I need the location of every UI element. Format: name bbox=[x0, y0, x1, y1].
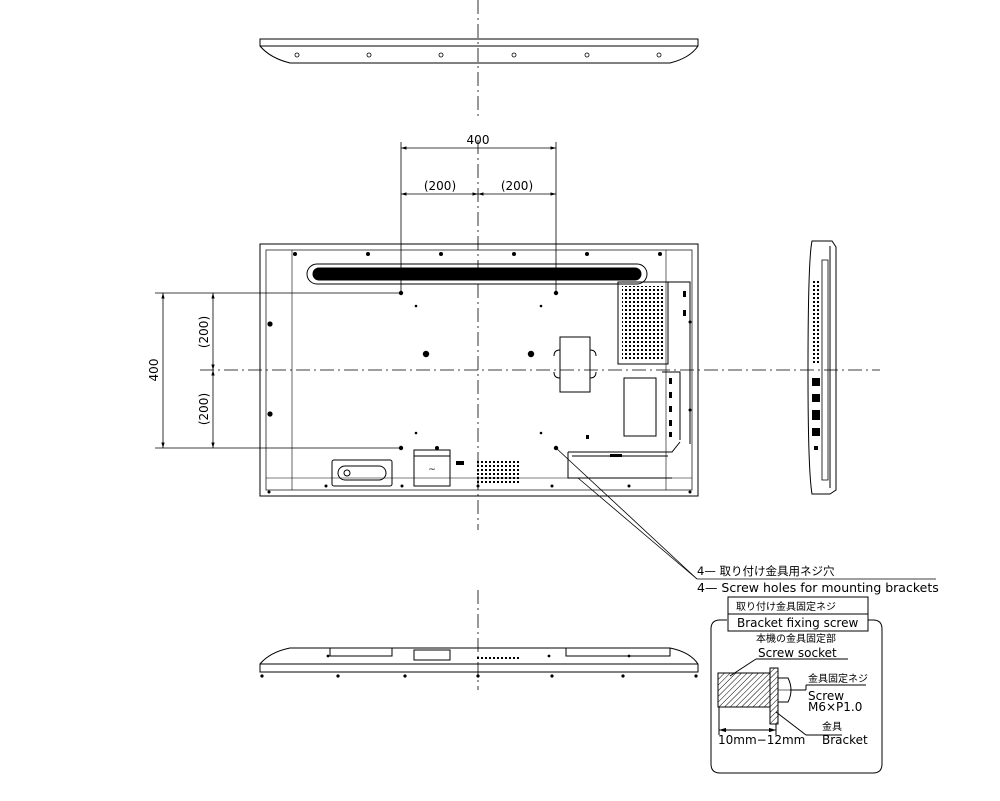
rear-screw-dots bbox=[267, 252, 692, 494]
vertical-dimension bbox=[155, 292, 401, 449]
detail-bracket-en: Bracket bbox=[822, 733, 868, 747]
bottom-view bbox=[259, 647, 699, 678]
dim-vertical-total: 400 bbox=[147, 359, 161, 382]
dim-horizontal-total: 400 bbox=[467, 133, 490, 147]
center-bracket bbox=[553, 336, 597, 393]
callout-leader bbox=[555, 447, 936, 580]
top-view-screw-holes bbox=[294, 52, 662, 58]
detail-bracket-jp: 金具 bbox=[822, 720, 842, 733]
dim-horizontal-right: (200) bbox=[501, 179, 533, 193]
terminal-panel bbox=[567, 281, 691, 479]
dim-vertical-top: (200) bbox=[197, 316, 211, 348]
callout-holes-jp: 4— 取り付け金具用ネジ穴 bbox=[697, 564, 835, 578]
vesa-screw-holes bbox=[398, 290, 559, 451]
callout-holes-en: 4— Screw holes for mounting brackets bbox=[697, 580, 939, 595]
power-inlet: ~ bbox=[413, 446, 464, 487]
top-view bbox=[259, 38, 699, 64]
detail-screw-jp: 金具固定ネジ bbox=[808, 672, 868, 685]
detail-screw-spec: M6×P1.0 bbox=[808, 700, 862, 714]
detail-screw-en: Screw bbox=[808, 689, 844, 703]
handle bbox=[331, 459, 393, 487]
dim-vertical-bottom: (200) bbox=[197, 393, 211, 425]
dim-horizontal-left: (200) bbox=[424, 179, 456, 193]
side-view bbox=[807, 240, 837, 495]
detail-socket-en: Screw socket bbox=[758, 646, 837, 660]
svg-text:~: ~ bbox=[428, 465, 436, 475]
detail-box bbox=[710, 596, 883, 774]
detail-socket-jp: 本機の金具固定部 bbox=[756, 632, 836, 645]
detail-title-jp: 取り付け金具固定ネジ bbox=[736, 600, 836, 613]
detail-title-en: Bracket fixing screw bbox=[737, 616, 858, 630]
detail-length: 10mm−12mm bbox=[718, 733, 805, 747]
rear-view: ~ bbox=[259, 243, 699, 497]
top-vent-slot bbox=[306, 263, 648, 285]
bottom-vent-grille bbox=[477, 461, 521, 484]
right-vent-grille bbox=[622, 286, 664, 360]
